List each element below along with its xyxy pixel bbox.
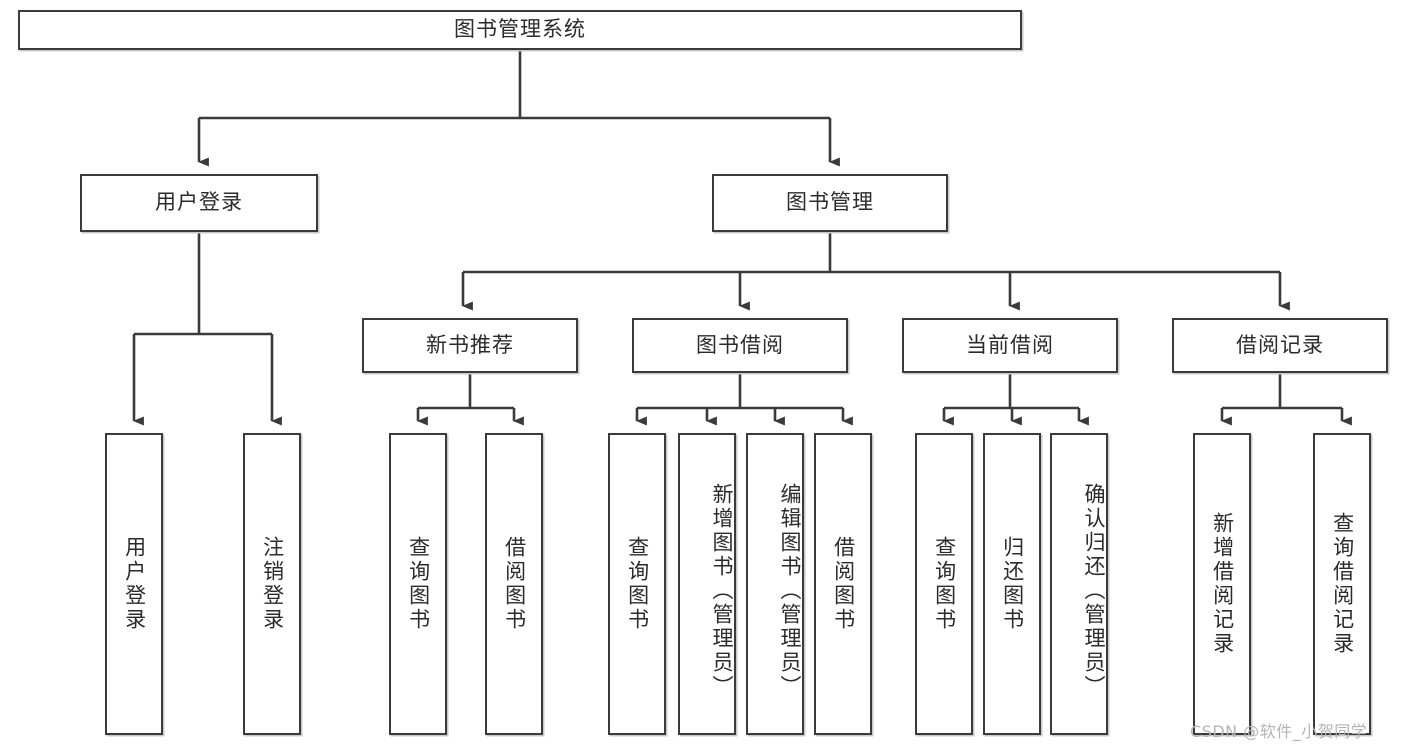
node-book-borrow[interactable]: 图书借阅 [632, 318, 848, 373]
leaf-add-book-admin[interactable]: 新增图书（管理员） [678, 433, 736, 735]
leaf-return-book[interactable]: 归还图书 [983, 433, 1041, 735]
node-root[interactable]: 图书管理系统 [18, 10, 1022, 50]
leaf-logout[interactable]: 注销登录 [243, 433, 301, 735]
leaf-add-borrow-record[interactable]: 新增借阅记录 [1193, 433, 1251, 735]
leaf-confirm-return-admin[interactable]: 确认归还（管理员） [1050, 433, 1108, 735]
node-user-login[interactable]: 用户登录 [80, 174, 318, 232]
leaf-user-login[interactable]: 用户登录 [105, 433, 163, 735]
leaf-query-borrow-record[interactable]: 查询借阅记录 [1313, 433, 1371, 735]
node-new-book-recommend[interactable]: 新书推荐 [362, 318, 578, 373]
node-book-management[interactable]: 图书管理 [712, 174, 948, 232]
leaf-borrow-book-recommend[interactable]: 借阅图书 [485, 433, 543, 735]
leaf-edit-book-admin[interactable]: 编辑图书（管理员） [746, 433, 804, 735]
csdn-watermark: CSDN @软件_小贺同学 [1190, 722, 1368, 741]
leaf-query-book-borrow[interactable]: 查询图书 [608, 433, 666, 735]
leaf-query-book-recommend[interactable]: 查询图书 [389, 433, 447, 735]
leaf-borrow-book[interactable]: 借阅图书 [814, 433, 872, 735]
node-borrow-record[interactable]: 借阅记录 [1172, 318, 1388, 373]
node-current-borrow[interactable]: 当前借阅 [902, 318, 1118, 373]
leaf-query-book-current[interactable]: 查询图书 [915, 433, 973, 735]
